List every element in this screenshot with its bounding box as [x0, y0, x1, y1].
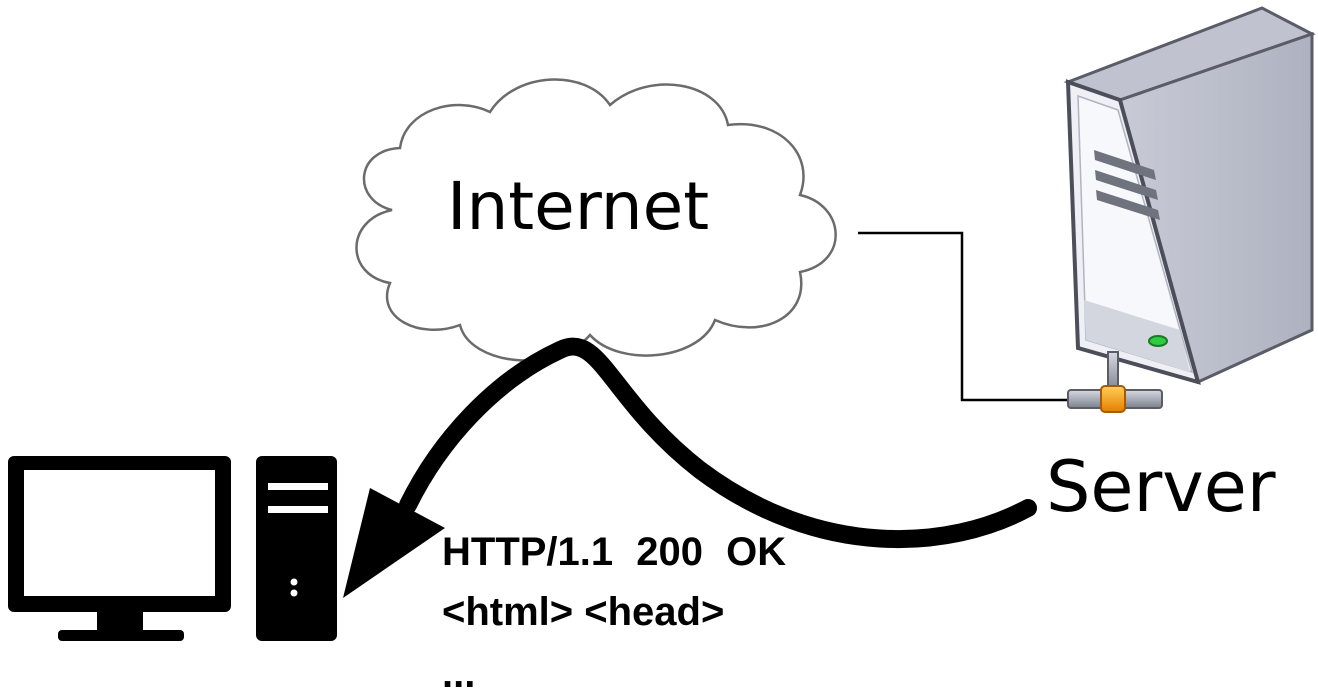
response-arrowhead-icon [343, 488, 445, 598]
server-label: Server [1046, 446, 1276, 528]
response-ellipsis: ... [442, 652, 476, 696]
desktop-computer-icon [8, 456, 337, 641]
cloud-icon [355, 78, 837, 362]
network-connector-icon [1067, 351, 1163, 413]
response-arrow-curve [399, 337, 1037, 549]
cloud-label: Internet [447, 168, 710, 245]
server-icon [1063, 6, 1316, 385]
response-status-line: HTTP/1.1 200 OK [442, 530, 787, 574]
cloud-server-link [858, 231, 1068, 402]
server-led-icon [1148, 335, 1168, 347]
response-body-line: <html> <head> [442, 590, 725, 634]
